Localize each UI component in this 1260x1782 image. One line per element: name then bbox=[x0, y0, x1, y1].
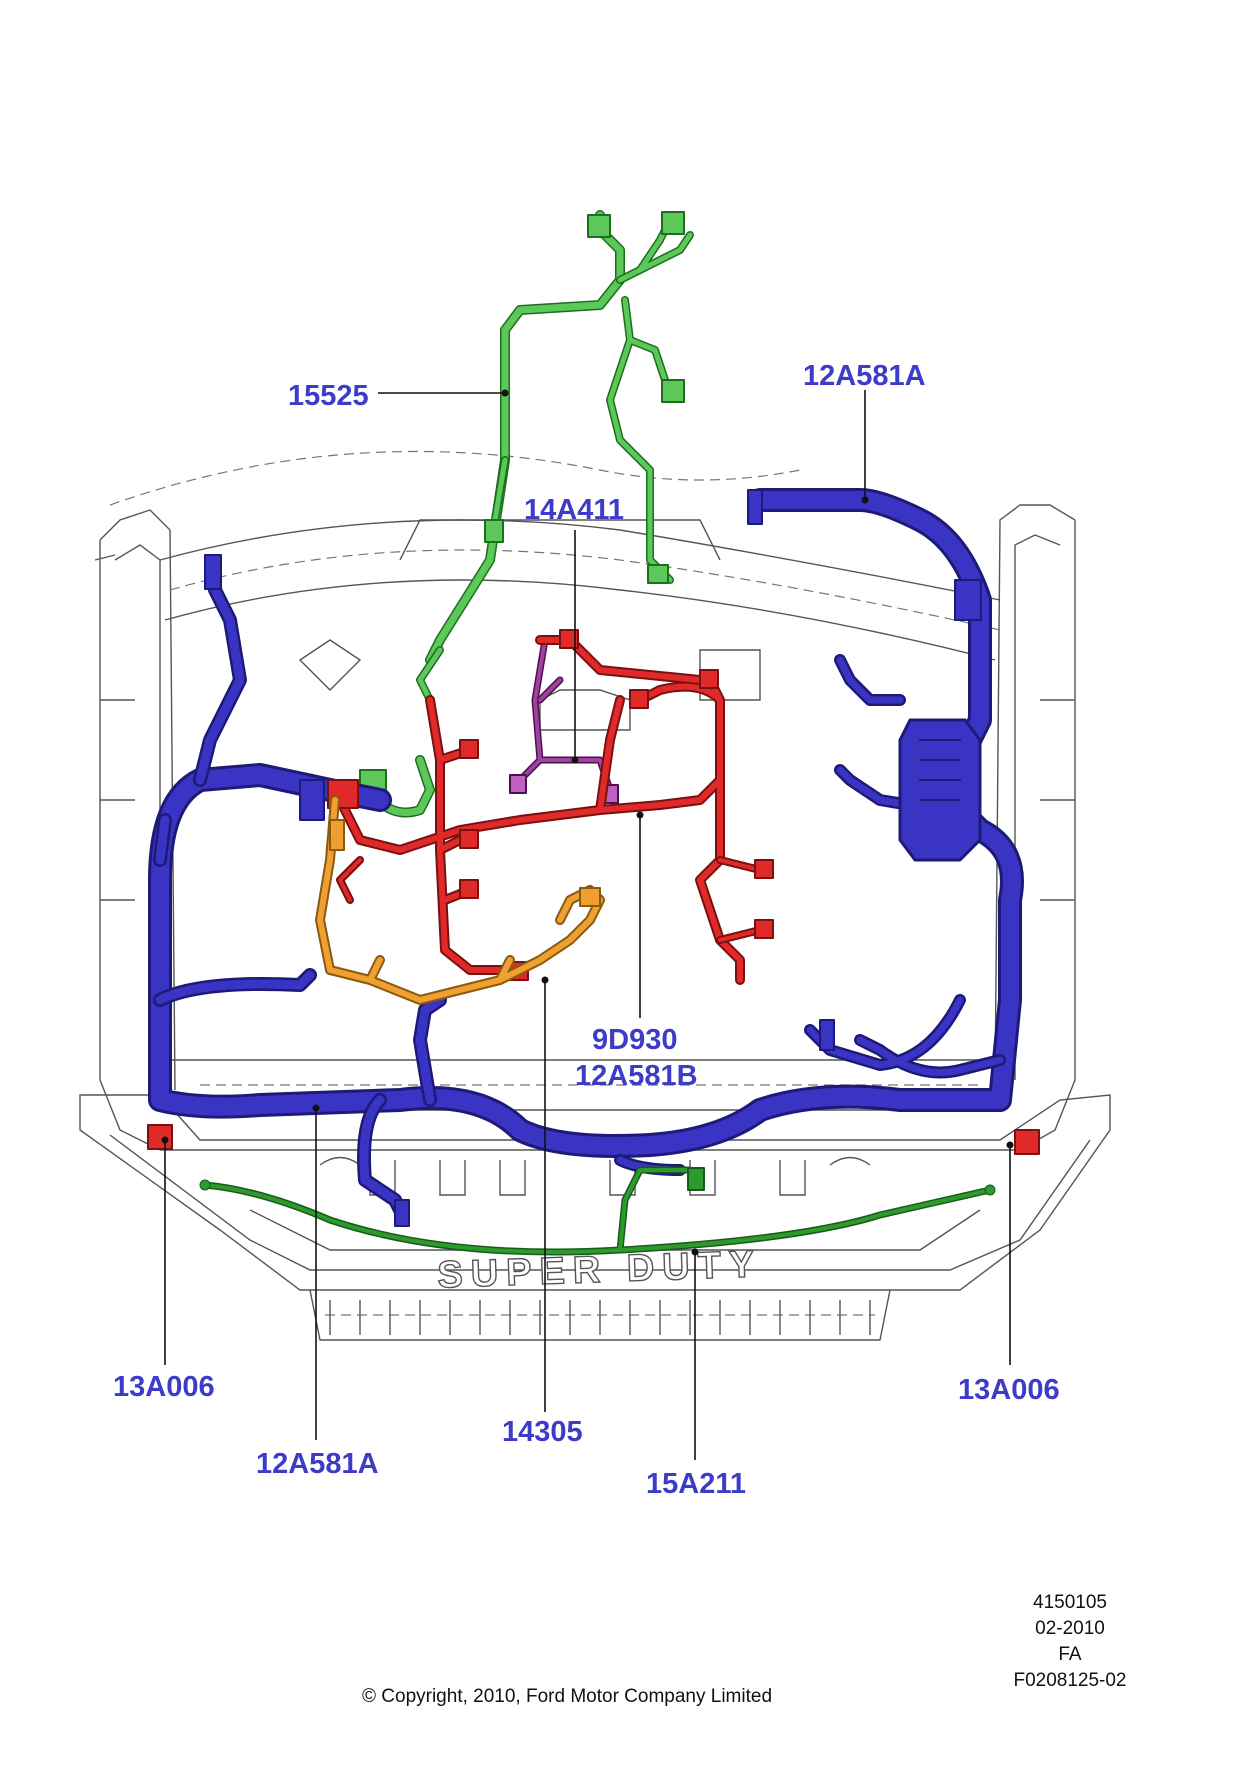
callout-12A581A-bottom: 12A581A bbox=[256, 1448, 379, 1480]
harness-15A211-dark-green bbox=[199, 1166, 996, 1256]
harness-14305-orange bbox=[315, 795, 605, 1005]
harness-15525-green bbox=[359, 210, 694, 818]
callout-14A411: 14A411 bbox=[524, 494, 624, 526]
callout-12A581B: 12A581B bbox=[575, 1060, 698, 1092]
harness-9D930-red bbox=[147, 629, 1040, 1155]
drawing-date: 02-2010 bbox=[1035, 1618, 1105, 1639]
callout-15A211: 15A211 bbox=[646, 1468, 746, 1500]
callout-13A006-right: 13A006 bbox=[958, 1374, 1060, 1406]
drawing-number: 4150105 bbox=[1033, 1592, 1107, 1613]
drawing-reference-block: 4150105 02-2010 FA F0208125-02 bbox=[1000, 1590, 1140, 1694]
callout-14305: 14305 bbox=[502, 1416, 583, 1448]
drawing-code: FA bbox=[1058, 1644, 1082, 1665]
callout-9D930: 9D930 bbox=[592, 1024, 678, 1056]
callout-12A581A-top: 12A581A bbox=[803, 360, 926, 392]
harness-14A411-purple bbox=[509, 636, 619, 804]
callout-15525: 15525 bbox=[288, 380, 369, 412]
drawing-figure-id: F0208125-02 bbox=[1013, 1670, 1127, 1691]
callout-leader-lines bbox=[161, 389, 1014, 1460]
harness-12A581A-blue bbox=[148, 488, 1024, 1227]
callout-13A006-left: 13A006 bbox=[113, 1371, 215, 1403]
copyright-notice: © Copyright, 2010, Ford Motor Company Li… bbox=[362, 1686, 773, 1707]
